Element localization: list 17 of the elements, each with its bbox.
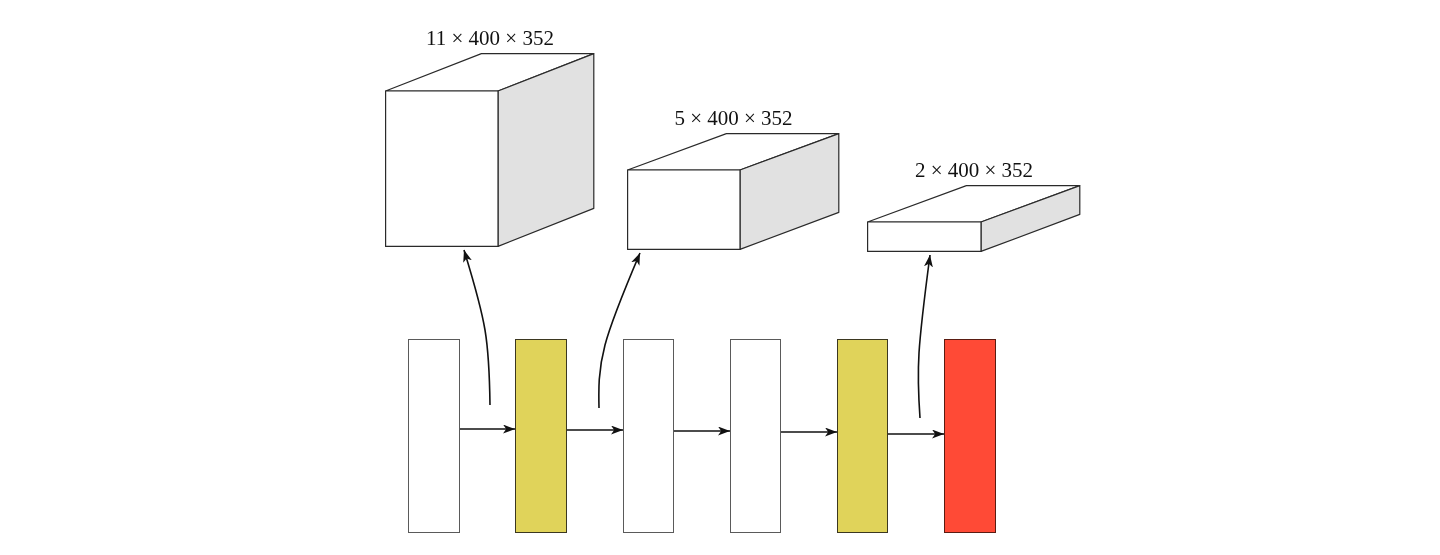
layer-bar (837, 339, 888, 533)
arrow (887, 429, 945, 439)
arrow (917, 254, 933, 419)
arrow (598, 252, 641, 409)
layer-bar (408, 339, 460, 533)
arrow (673, 426, 731, 436)
layer-bar (730, 339, 781, 533)
tensor-size-label: 11 × 400 × 352 (426, 26, 554, 50)
tensor-size-label: 2 × 400 × 352 (914, 158, 1034, 182)
arrow (463, 249, 491, 406)
tensor-size-label: 5 × 400 × 352 (674, 106, 793, 130)
layer-bar (515, 339, 567, 533)
arrow (459, 424, 516, 434)
arrow (780, 427, 838, 437)
layer-bar (944, 339, 996, 533)
arrow (566, 425, 624, 435)
layer-bar (623, 339, 674, 533)
